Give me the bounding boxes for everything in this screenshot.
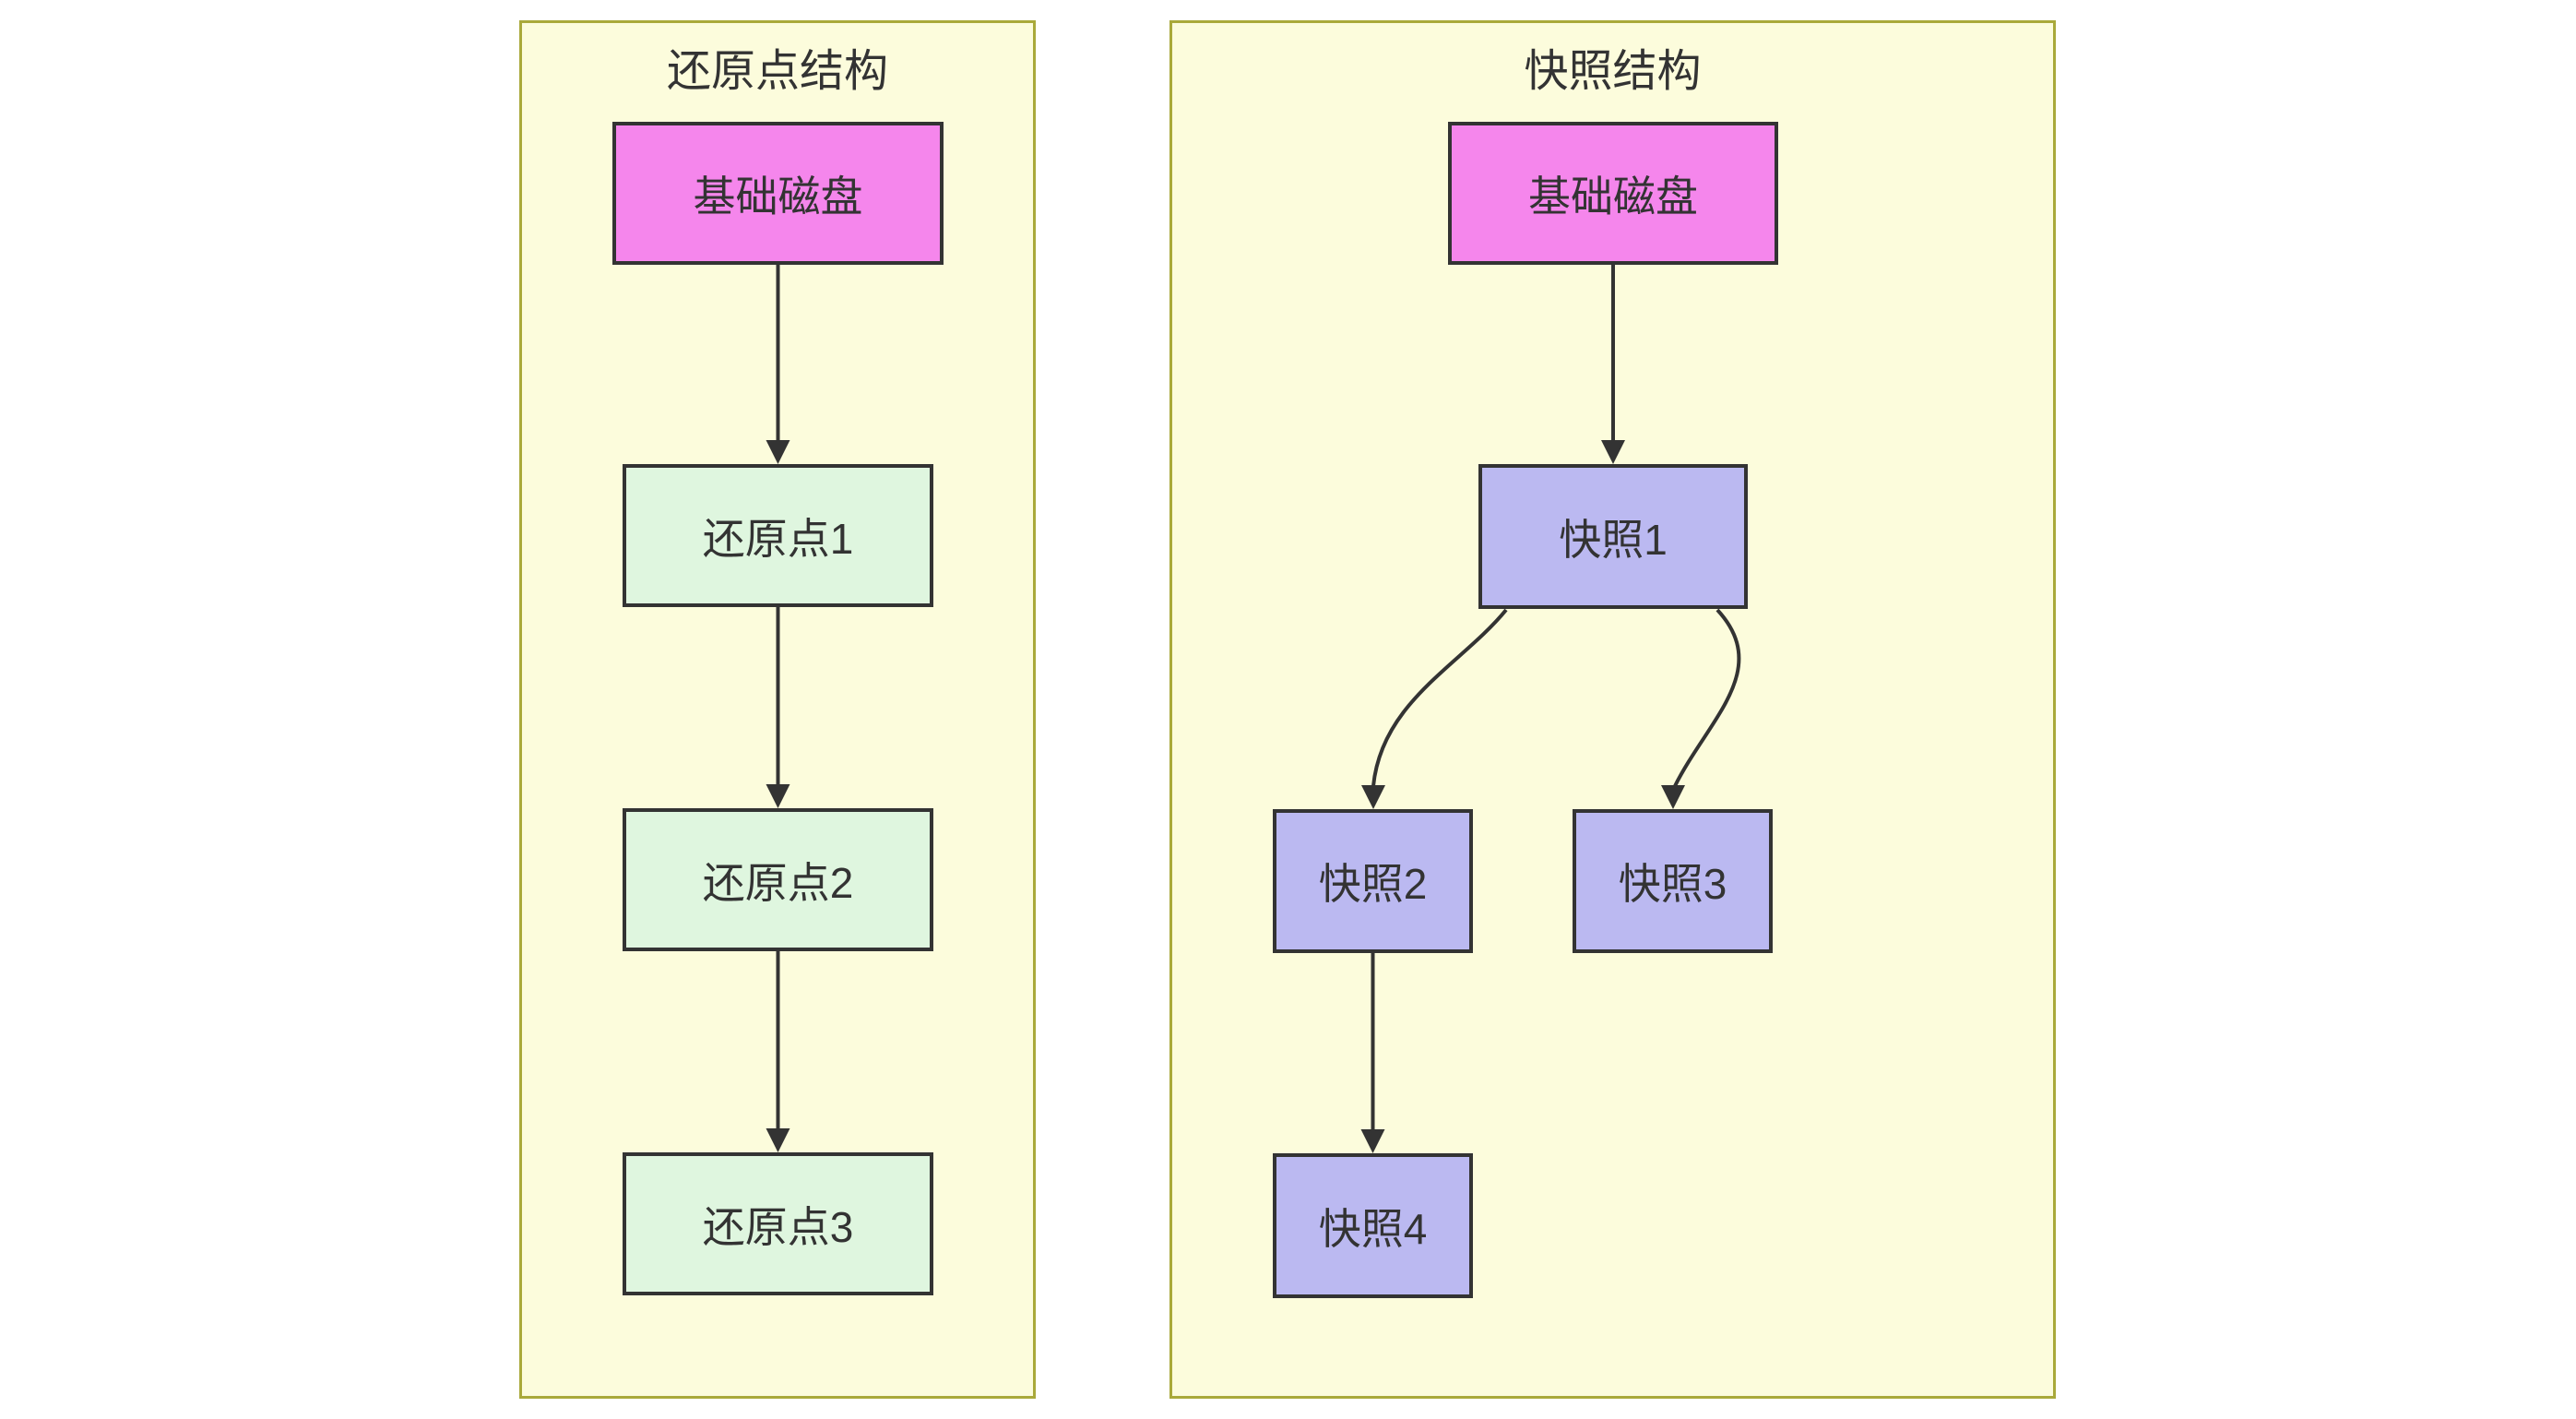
node-restore-point-2: 还原点2 bbox=[623, 808, 933, 951]
node-restore-point-3: 还原点3 bbox=[623, 1152, 933, 1295]
node-base-disk-snapshot-panel: 基础磁盘 bbox=[1448, 122, 1778, 265]
node-base-disk-restore-panel: 基础磁盘 bbox=[612, 122, 944, 265]
node-restore-point-1: 还原点1 bbox=[623, 464, 933, 607]
node-snapshot-3: 快照3 bbox=[1573, 809, 1773, 953]
node-snapshot-1: 快照1 bbox=[1478, 464, 1748, 609]
panel-title-restore-points: 还原点结构 bbox=[666, 47, 888, 96]
node-snapshot-2: 快照2 bbox=[1273, 809, 1473, 953]
panel-title-snapshots: 快照结构 bbox=[1524, 47, 1702, 96]
node-snapshot-4: 快照4 bbox=[1273, 1153, 1473, 1298]
